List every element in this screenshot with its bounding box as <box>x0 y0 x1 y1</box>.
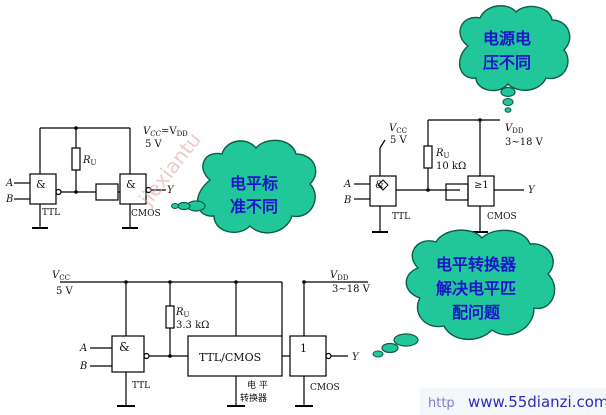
ttl-label: TTL <box>42 208 60 218</box>
vdd-label: VDD <box>505 123 524 135</box>
ttl-gate-symbol: & <box>119 340 130 354</box>
cmos-inverter-gate <box>289 335 327 377</box>
vdd-voltage: 3~18 V <box>332 284 371 295</box>
watermark-prefix: http <box>428 396 455 411</box>
circuit-ttl-cmos-same-supply <box>14 127 166 229</box>
output-y-label: Y <box>352 352 360 363</box>
ttl-gate-symbol: & <box>36 178 46 191</box>
ttl-label: TTL <box>392 212 410 222</box>
vcc-label: VCC=VDD <box>143 126 188 138</box>
cloud-supply-voltage: 电源电 压不同 <box>458 5 571 113</box>
input-b-label: B <box>79 361 87 372</box>
cloud-level-standard: 电平标 准不同 <box>171 139 317 234</box>
vcc-voltage: 5 V <box>56 286 74 297</box>
cloud-text-line-1: 电平标 <box>230 174 278 193</box>
ttl-output-bubble <box>55 188 62 196</box>
vdd-label: VDD <box>330 270 349 282</box>
converter-label: TTL/CMOS <box>199 351 261 364</box>
output-y-label: Y <box>528 185 536 196</box>
cloud-shape <box>196 139 317 234</box>
input-b-label: B <box>5 194 13 205</box>
cmos-gate-symbol: ≥1 <box>474 180 489 191</box>
cmos-label: CMOS <box>310 383 340 393</box>
vcc-label: VCC <box>52 270 70 282</box>
vcc-label: VCC <box>389 123 407 135</box>
vcc-voltage: 5 V <box>390 135 408 146</box>
input-a-label: A <box>79 343 87 354</box>
ttl-nand-gate <box>111 335 145 373</box>
cloud-text-line-1: 电平转换器 <box>436 255 517 274</box>
ttl-label: TTL <box>132 381 150 391</box>
cloud-shape <box>405 229 556 340</box>
vdd-voltage: 3~18 V <box>505 137 544 148</box>
cmos-label: CMOS <box>487 212 517 222</box>
cloud-converter-solution: 电平转换器 解决电平匹 配问题 <box>372 229 556 358</box>
ttl-gate-symbol: & <box>375 180 384 191</box>
site-watermark: http www.55dianzi.com <box>420 388 606 415</box>
cmos-gate-symbol: & <box>126 178 136 191</box>
top-left-labels: VCC=VDD 5 V RU A B & TTL & CMOS Y <box>5 126 188 219</box>
cloud-text-line-1: 电源电 <box>483 29 531 48</box>
ru-label: RU <box>435 148 450 160</box>
input-a-label: A <box>5 178 13 189</box>
inverter-buffer <box>95 183 119 201</box>
converter-caption-2: 转换器 <box>240 392 267 404</box>
cloud-text-line-2: 压不同 <box>483 53 531 72</box>
converter-caption-1: 电 平 <box>247 379 268 391</box>
pullup-resistor <box>423 145 433 169</box>
cloud-text-line-2: 准不同 <box>230 197 278 216</box>
cloud-shape <box>458 5 571 92</box>
output-y-label: Y <box>167 185 175 196</box>
cmos-label: CMOS <box>131 209 161 219</box>
pullup-resistor <box>71 147 81 171</box>
ttl-oc-gate <box>369 175 397 207</box>
ru-value: 10 kΩ <box>436 161 466 172</box>
cloud-text-line-2: 解决电平匹 <box>436 279 516 298</box>
pullup-resistor <box>165 305 175 329</box>
watermark-site: www.55dianzi.com <box>468 393 606 411</box>
ru-label: RU <box>175 307 190 319</box>
input-b-label: B <box>343 195 351 206</box>
ru-label: RU <box>82 155 97 167</box>
ru-value: 3.3 kΩ <box>176 320 209 331</box>
bottom-labels: VCC 5 V VDD 3~18 V RU 3.3 kΩ A B & TTL T… <box>52 270 371 404</box>
cmos-nor-gate <box>467 175 495 207</box>
supply-voltage-label: 5 V <box>145 139 163 150</box>
top-right-labels: VCC 5 V VDD 3~18 V RU 10 kΩ A B & TTL ≥1… <box>343 123 544 222</box>
cmos-gate-symbol: 1 <box>300 342 307 355</box>
ttl-nand-gate <box>29 173 57 205</box>
input-a-label: A <box>343 179 351 190</box>
cloud-text-line-3: 配问题 <box>452 303 501 322</box>
junction-dot <box>74 126 78 130</box>
junction-dot <box>74 190 78 194</box>
